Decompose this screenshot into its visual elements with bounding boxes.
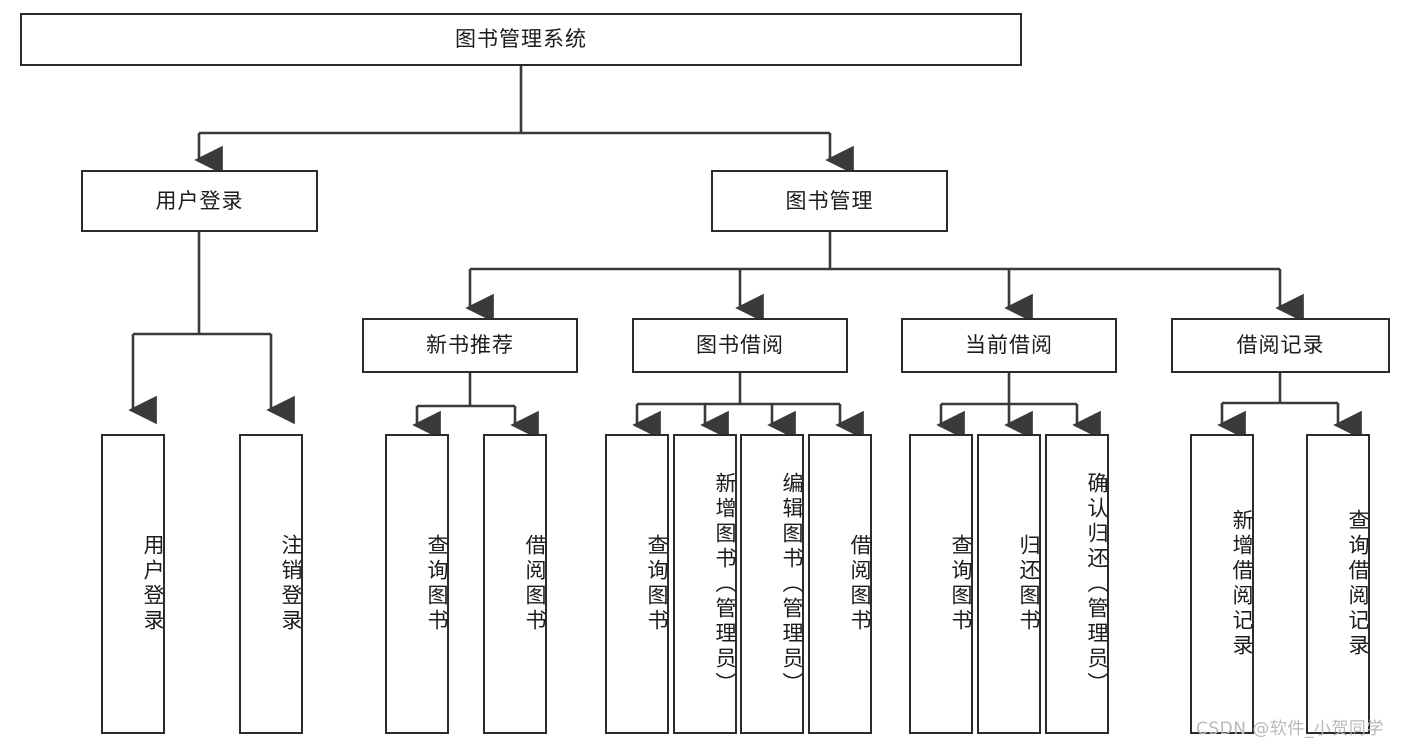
node-new-book-recommend[interactable]: 新书推荐	[362, 318, 578, 373]
node-leaf-borrow-book-1-label: 借阅图书	[523, 534, 547, 634]
node-leaf-borrow-book-1[interactable]: 借阅图书	[483, 434, 547, 734]
node-leaf-add-book-admin-label: 新增图书（管理员）	[713, 471, 737, 697]
node-leaf-edit-book-admin[interactable]: 编辑图书（管理员）	[740, 434, 804, 734]
node-leaf-borrow-book-2[interactable]: 借阅图书	[808, 434, 872, 734]
node-current-borrow[interactable]: 当前借阅	[901, 318, 1117, 373]
node-leaf-query-book-2[interactable]: 查询图书	[605, 434, 669, 734]
node-leaf-query-book-3-label: 查询图书	[949, 534, 973, 634]
node-leaf-logout-login[interactable]: 注销登录	[239, 434, 303, 734]
node-leaf-user-login[interactable]: 用户登录	[101, 434, 165, 734]
node-leaf-add-book-admin[interactable]: 新增图书（管理员）	[673, 434, 737, 734]
node-leaf-query-borrow-record-label: 查询借阅记录	[1346, 509, 1370, 659]
node-leaf-add-borrow-record-label: 新增借阅记录	[1230, 509, 1254, 659]
node-leaf-query-book-2-label: 查询图书	[645, 534, 669, 634]
node-leaf-logout-login-label: 注销登录	[279, 534, 303, 634]
csdn-watermark: CSDN @软件_小贺同学	[1196, 719, 1384, 739]
node-borrow-record-label: 借阅记录	[1236, 333, 1325, 358]
node-book-borrow[interactable]: 图书借阅	[632, 318, 848, 373]
node-borrow-record[interactable]: 借阅记录	[1171, 318, 1390, 373]
node-leaf-user-login-label: 用户登录	[141, 534, 165, 634]
node-leaf-confirm-return-admin[interactable]: 确认归还（管理员）	[1045, 434, 1109, 734]
node-leaf-return-book-label: 归还图书	[1017, 534, 1041, 634]
node-leaf-add-borrow-record[interactable]: 新增借阅记录	[1190, 434, 1254, 734]
node-book-borrow-label: 图书借阅	[696, 333, 784, 358]
node-root[interactable]: 图书管理系统	[20, 13, 1022, 66]
node-leaf-edit-book-admin-label: 编辑图书（管理员）	[780, 471, 804, 697]
node-user-login-label: 用户登录	[155, 188, 244, 213]
node-current-borrow-label: 当前借阅	[965, 333, 1053, 358]
node-leaf-query-book-1[interactable]: 查询图书	[385, 434, 449, 734]
node-user-login[interactable]: 用户登录	[81, 170, 318, 232]
node-root-label: 图书管理系统	[455, 27, 587, 52]
node-leaf-query-book-1-label: 查询图书	[425, 534, 449, 634]
node-book-manage[interactable]: 图书管理	[711, 170, 948, 232]
node-leaf-return-book[interactable]: 归还图书	[977, 434, 1041, 734]
node-leaf-query-borrow-record[interactable]: 查询借阅记录	[1306, 434, 1370, 734]
node-leaf-borrow-book-2-label: 借阅图书	[848, 534, 872, 634]
node-leaf-confirm-return-admin-label: 确认归还（管理员）	[1085, 471, 1109, 697]
node-leaf-query-book-3[interactable]: 查询图书	[909, 434, 973, 734]
node-book-manage-label: 图书管理	[785, 188, 874, 213]
node-new-book-recommend-label: 新书推荐	[426, 333, 514, 358]
